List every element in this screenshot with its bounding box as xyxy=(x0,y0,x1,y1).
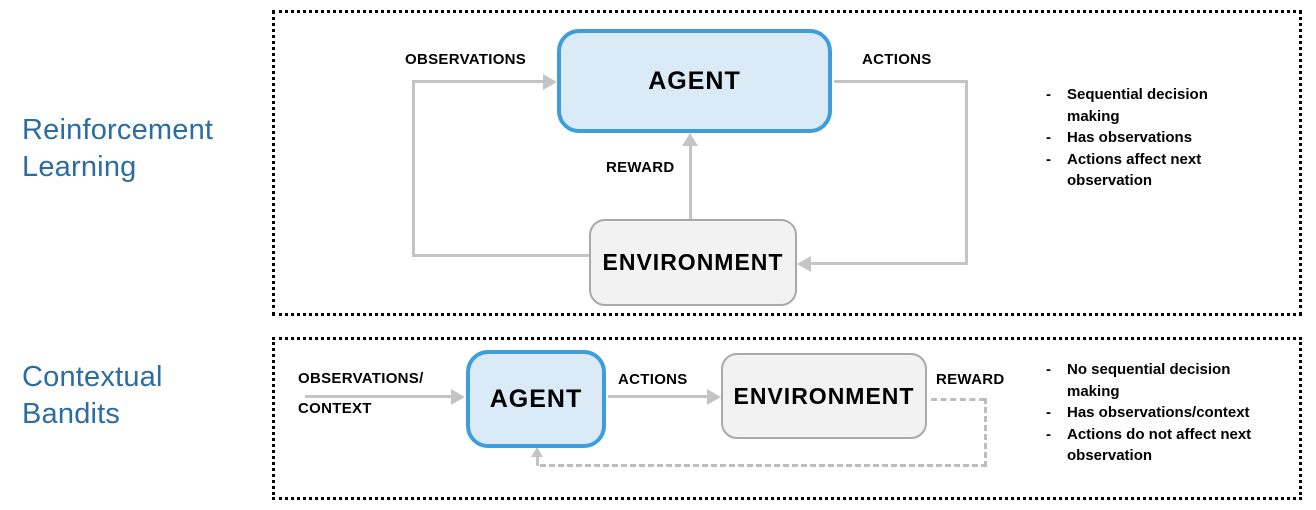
rl-observations-line xyxy=(412,80,543,83)
bullet-dash-marker: - xyxy=(1046,86,1051,103)
rl-bullet-list: - Sequential decision making - Has obser… xyxy=(1046,84,1234,192)
rl-actions-into-environment-line xyxy=(811,262,968,265)
rl-agent-label: AGENT xyxy=(648,66,741,95)
rl-reward-line xyxy=(689,146,692,219)
cb-observations-line xyxy=(305,395,451,398)
rl-observations-arrowhead-icon xyxy=(543,74,557,90)
cb-actions-line xyxy=(608,395,707,398)
bullet-dash-marker: - xyxy=(1046,425,1051,443)
rl-environment-label: ENVIRONMENT xyxy=(602,249,784,275)
cb-agent-node: AGENT xyxy=(466,350,606,448)
rl-bullet-item: - Sequential decision making xyxy=(1046,84,1234,127)
cb-agent-label: AGENT xyxy=(489,384,583,413)
cb-actions-arrowhead-icon xyxy=(707,389,721,405)
rl-agent-node: AGENT xyxy=(557,29,832,133)
bullet-dash-marker: - xyxy=(1046,361,1051,378)
rl-loop-bottom-line xyxy=(412,254,589,257)
bullet-dash-marker: - xyxy=(1046,129,1051,146)
rl-reward-label: REWARD xyxy=(606,159,675,176)
rl-observations-label: OBSERVATIONS xyxy=(405,51,527,68)
bullet-dash-marker: - xyxy=(1046,404,1051,421)
cb-bullet-text: Has observations/context xyxy=(1067,404,1250,421)
rl-bullet-text: Has observations xyxy=(1067,129,1193,146)
cb-observations-arrowhead-icon xyxy=(451,389,465,405)
rl-actions-label: ACTIONS xyxy=(862,51,932,68)
rl-actions-arrowhead-icon xyxy=(797,256,811,272)
cb-bullet-item: - No sequential decision making xyxy=(1046,359,1260,402)
cb-reward-dashed-bottom-line xyxy=(540,464,987,467)
cb-bullet-item: - Has observations/context xyxy=(1046,402,1260,424)
rl-bullet-item: - Actions affect next observation xyxy=(1046,149,1234,192)
rl-actions-line xyxy=(834,80,968,83)
bullet-dash-marker: - xyxy=(1046,150,1051,168)
cb-reward-arrowhead-icon xyxy=(531,447,543,457)
cb-observations-label-line1: OBSERVATIONS/ xyxy=(298,370,424,387)
cb-bullet-list: - No sequential decision making - Has ob… xyxy=(1046,359,1260,467)
cb-reward-return-line xyxy=(536,456,539,466)
reinforcement-learning-title: Reinforcement Learning xyxy=(22,114,214,183)
rl-bullet-text: Actions affect next observation xyxy=(1067,150,1202,190)
cb-observations-label-line2: CONTEXT xyxy=(298,400,372,417)
rl-environment-node: ENVIRONMENT xyxy=(589,219,797,306)
cb-reward-dashed-line xyxy=(931,398,985,401)
cb-bullet-text: Actions do not affect next observation xyxy=(1067,425,1252,465)
cb-environment-node: ENVIRONMENT xyxy=(721,353,927,439)
rl-loop-left-line xyxy=(412,80,415,257)
cb-environment-label: ENVIRONMENT xyxy=(733,382,915,409)
cb-reward-label: REWARD xyxy=(936,371,1005,388)
cb-bullet-text: No sequential decision making xyxy=(1067,361,1231,400)
rl-bullet-text: Sequential decision making xyxy=(1067,86,1208,125)
rl-actions-down-line xyxy=(965,80,968,265)
rl-bullet-item: - Has observations xyxy=(1046,127,1234,149)
contextual-bandits-title: Contextual Bandits xyxy=(22,361,163,430)
cb-reward-dashed-down-line xyxy=(984,398,987,467)
rl-reward-arrowhead-icon xyxy=(682,133,698,146)
cb-actions-label: ACTIONS xyxy=(618,371,688,388)
cb-bullet-item: - Actions do not affect next observation xyxy=(1046,424,1260,467)
